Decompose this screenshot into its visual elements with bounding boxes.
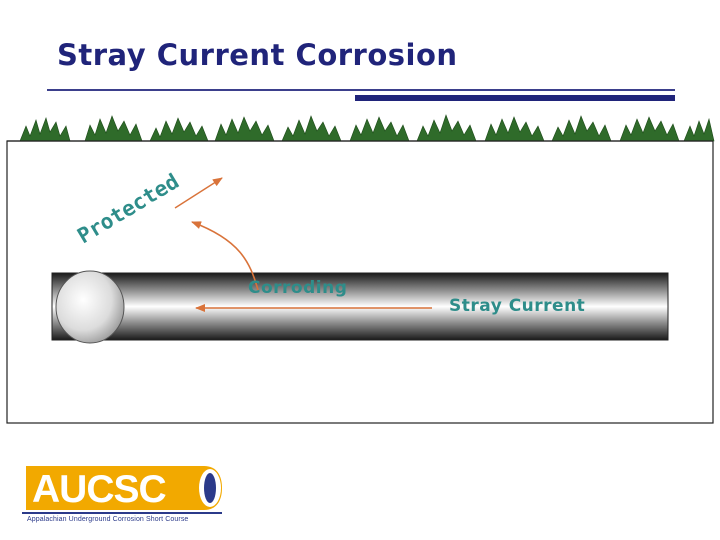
title-underline-thick (355, 95, 675, 101)
grass-strip (19, 114, 715, 142)
pipe-end (55, 270, 125, 344)
stray-current-label: Stray Current (449, 296, 586, 316)
aucsc-logo: AUCSC Appalachian Underground Corrosion … (22, 462, 227, 528)
logo-shape (22, 466, 222, 514)
logo-subtitle: Appalachian Underground Corrosion Short … (27, 516, 189, 523)
current-leaving-arrow (174, 177, 223, 209)
corroding-label: Corroding (248, 278, 348, 298)
pipe (51, 272, 669, 341)
slide-title: Stray Current Corrosion (57, 38, 458, 72)
logo-text: AUCSC (32, 468, 167, 511)
protected-curve-arrow (191, 221, 259, 291)
title-underline-thin (47, 89, 675, 91)
